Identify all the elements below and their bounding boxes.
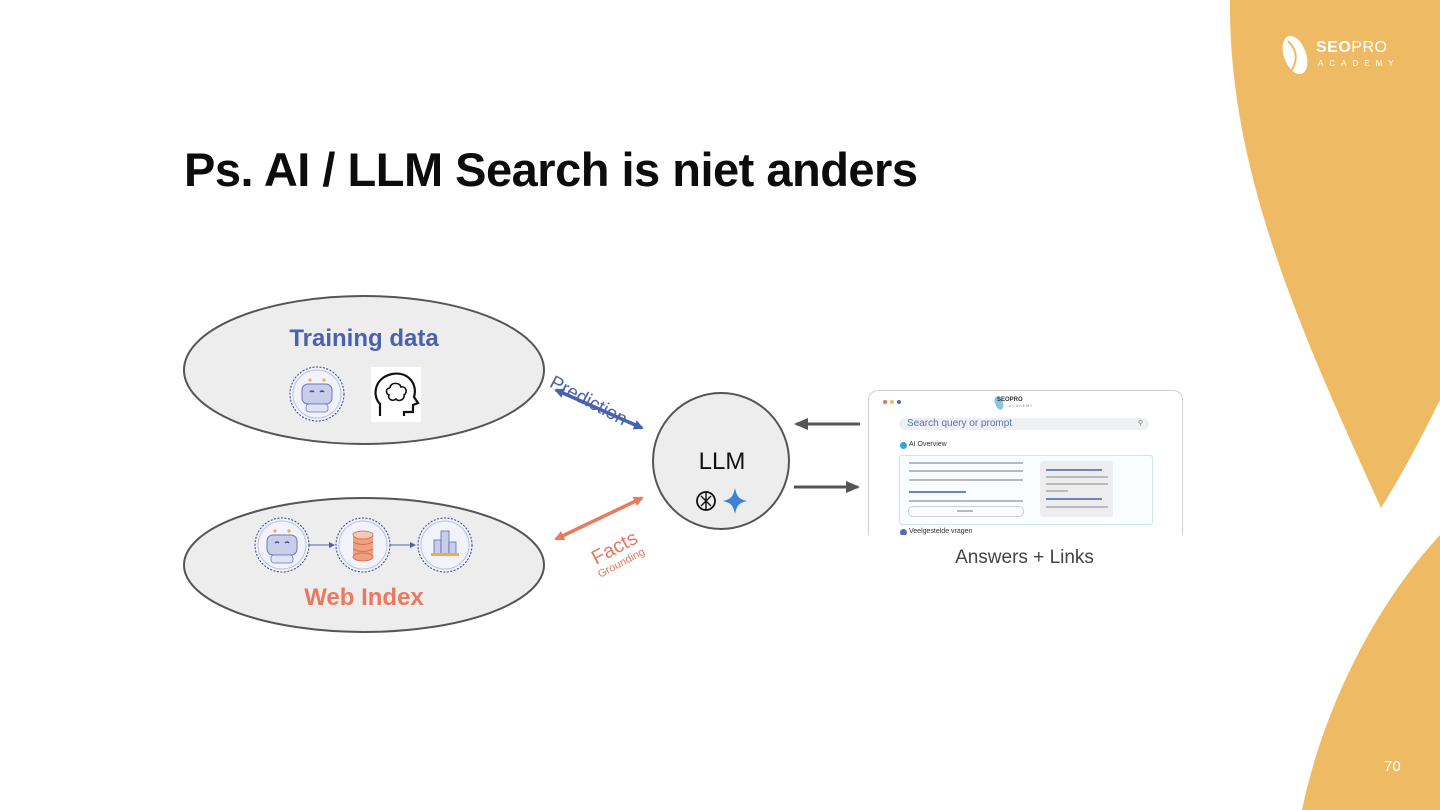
openai-icon: [696, 491, 716, 511]
answers-links-caption: Answers + Links: [955, 547, 1094, 568]
training-data-label: Training data: [289, 325, 439, 352]
robot-icon: [289, 366, 345, 422]
mock-source-card: [1040, 461, 1113, 517]
mock-logo-subtext: ACADEMY: [1009, 404, 1034, 408]
text-line: [1046, 490, 1068, 492]
link-line: [1046, 469, 1102, 471]
database-icon: [335, 517, 391, 573]
prediction-arrow: [554, 388, 644, 430]
window-dot: [897, 400, 901, 404]
logo-subtext: ACADEMY: [1318, 59, 1400, 68]
mock-search-placeholder: Search query or prompt: [907, 418, 1013, 429]
window-dot: [883, 400, 887, 404]
web-index-label: Web Index: [304, 584, 424, 611]
mock-logo-text: SEOPRO: [997, 397, 1023, 403]
training-data-ellipse: [183, 295, 545, 445]
llm-label: LLM: [698, 448, 746, 475]
text-line: [909, 462, 1023, 464]
facts-arrow: [554, 496, 644, 541]
mock-show-more-button: [908, 506, 1024, 517]
search-icon: ⚲: [1137, 420, 1143, 427]
window-dot: [890, 400, 894, 404]
text-line: [909, 500, 1023, 502]
text-line: [909, 479, 1023, 481]
mock-search-bar: Search query or prompt ⚲: [899, 418, 1149, 430]
page-number: 70: [1384, 758, 1401, 775]
mock-ai-overview-label: AI Overview: [909, 441, 947, 448]
link-line: [1046, 498, 1102, 500]
text-line: [1046, 506, 1108, 508]
crawler-robot-icon: [254, 517, 310, 573]
brain-icon: [371, 367, 421, 422]
gemini-icon: [723, 488, 747, 514]
slide-title: Ps. AI / LLM Search is niet anders: [184, 143, 918, 196]
seopro-academy-logo: SEOPRO ACADEMY: [1278, 33, 1398, 79]
text-line: [1046, 476, 1108, 478]
leaf-logo-icon: [1282, 35, 1308, 75]
text-line: [1046, 483, 1108, 485]
link-line: [909, 491, 966, 493]
mock-ai-overview-panel: [899, 455, 1153, 525]
logo-text: SEOPRO: [1316, 39, 1388, 56]
info-icon: [900, 442, 907, 449]
info-icon: [900, 529, 907, 535]
text-line: [957, 510, 973, 512]
buildings-icon: [417, 517, 473, 573]
leaf-logo-icon: [994, 396, 1004, 410]
text-line: [909, 470, 1023, 472]
search-results-mockup: SEOPRO ACADEMY Search query or prompt ⚲ …: [868, 390, 1183, 535]
llm-circle: [652, 392, 790, 530]
mock-faq-label: Veelgestelde vragen: [909, 528, 973, 535]
